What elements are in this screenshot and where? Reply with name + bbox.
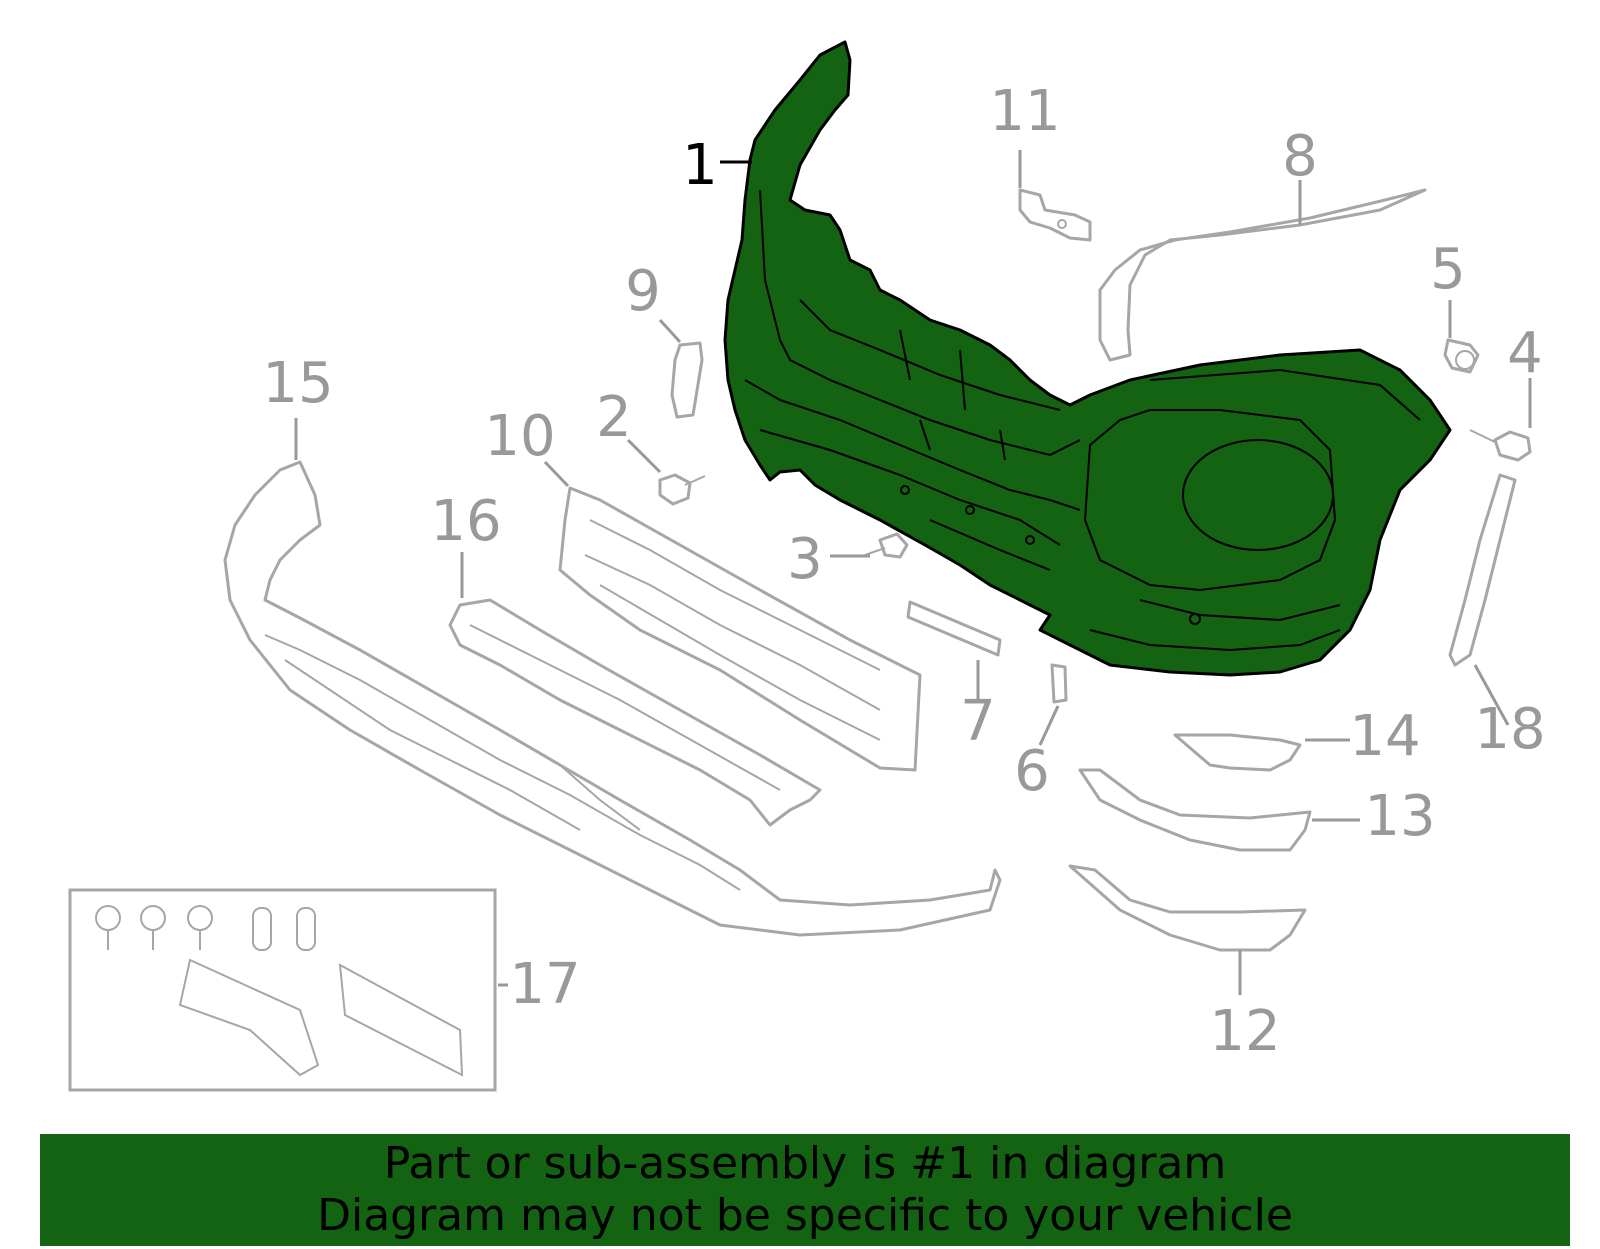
callout-13: 13 [1364, 784, 1435, 849]
banner-line-2: Diagram may not be specific to your vehi… [317, 1190, 1293, 1241]
part-15-lower-fascia[interactable] [223, 460, 1002, 937]
part-9-bracket[interactable] [670, 341, 704, 419]
callout-18: 18 [1474, 697, 1545, 762]
part-7-strip[interactable] [906, 600, 1002, 657]
part-1-bumper-cover[interactable] [723, 40, 1452, 677]
callout-6: 6 [1014, 739, 1050, 804]
part-4-screw[interactable] [1469, 429, 1532, 462]
callout-2: 2 [596, 385, 632, 450]
part-16-support[interactable] [448, 598, 822, 827]
callout-10: 10 [484, 404, 555, 469]
callout-1: 1 [682, 133, 718, 198]
callout-4: 4 [1507, 321, 1543, 386]
kit-screw-3 [187, 905, 213, 950]
part-18-side-marker[interactable] [1448, 473, 1517, 667]
info-banner: Part or sub-assembly is #1 in diagram Di… [40, 1134, 1570, 1246]
callout-8: 8 [1282, 124, 1318, 189]
callout-labels: 1 2 3 4 5 6 7 8 9 10 11 12 13 14 15 16 1… [262, 79, 1545, 1064]
callout-14: 14 [1349, 704, 1420, 769]
callout-16: 16 [430, 489, 501, 554]
part-11-bracket[interactable] [1018, 188, 1092, 242]
part-8-trim-strip[interactable] [1098, 188, 1427, 362]
part-3-screw[interactable] [864, 532, 909, 559]
callout-7: 7 [960, 689, 996, 754]
part-10-grille[interactable] [558, 486, 922, 772]
part-2-bolt[interactable] [658, 473, 706, 506]
callout-17: 17 [509, 952, 580, 1017]
kit-bracket-flat [178, 958, 320, 1077]
callout-5: 5 [1430, 237, 1466, 302]
callout-12: 12 [1209, 999, 1280, 1064]
callout-15: 15 [262, 351, 333, 416]
kit-screw-2 [140, 905, 166, 950]
part-14-fog-lamp[interactable] [1173, 733, 1302, 772]
part-5-clip[interactable] [1443, 338, 1480, 374]
part-17-hardware-kit[interactable] [68, 888, 497, 1092]
part-13-bezel[interactable] [1078, 768, 1312, 852]
banner-line-1: Part or sub-assembly is #1 in diagram [383, 1138, 1227, 1189]
kit-pin-2 [296, 907, 316, 951]
part-6-clip[interactable] [1050, 663, 1068, 704]
part-12-bezel[interactable] [1068, 864, 1307, 952]
leader-lines [294, 150, 1532, 995]
kit-bracket-plate [338, 963, 464, 1077]
callout-11: 11 [989, 79, 1060, 144]
callout-3: 3 [787, 527, 823, 592]
kit-pin-1 [252, 907, 272, 951]
callout-9: 9 [625, 259, 661, 324]
kit-screw-1 [95, 905, 121, 950]
